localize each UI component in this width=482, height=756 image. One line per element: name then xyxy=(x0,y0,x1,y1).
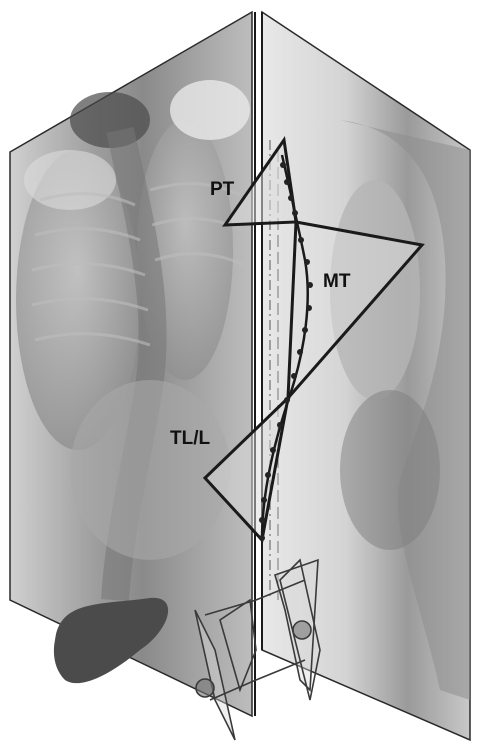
vertebra-marker xyxy=(261,497,267,503)
vertebra-marker xyxy=(302,327,308,333)
vertebra-marker xyxy=(298,237,304,243)
vertebra-marker xyxy=(291,373,297,379)
label-mt: MT xyxy=(323,271,351,292)
vertebra-marker xyxy=(292,210,298,216)
vertebra-marker xyxy=(297,349,303,355)
vertebra-marker xyxy=(270,447,276,453)
vertebra-marker xyxy=(304,259,310,265)
vertebra-marker xyxy=(288,195,294,201)
vertebra-marker xyxy=(280,162,286,168)
hip-joint-left xyxy=(196,679,214,697)
vertebra-marker xyxy=(307,282,313,288)
vertebra-marker xyxy=(265,472,271,478)
label-pt: PT xyxy=(210,179,235,200)
frontal-xray-panel xyxy=(10,12,252,716)
vertebra-marker xyxy=(306,305,312,311)
vertebra-marker xyxy=(284,179,290,185)
label-tl-l: TL/L xyxy=(170,428,210,449)
vertebra-marker xyxy=(259,535,265,541)
hip-joint-right xyxy=(293,621,311,639)
vertebra-marker xyxy=(259,517,265,523)
vertebra-marker xyxy=(284,397,290,403)
vertebra-marker xyxy=(277,422,283,428)
